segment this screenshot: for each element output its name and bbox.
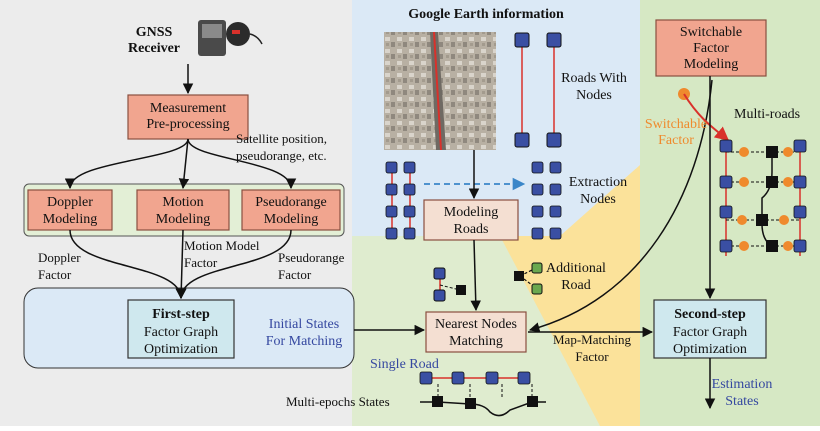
yellow-region bbox=[500, 165, 640, 426]
roads-with-nodes-icon bbox=[514, 32, 562, 148]
extracted-node-grid bbox=[531, 161, 562, 240]
aerial-image bbox=[384, 31, 496, 151]
modeled-node-grid bbox=[385, 161, 416, 240]
preprocessing-note: Satellite position,pseudorange, etc. bbox=[236, 131, 327, 163]
node-state-icon bbox=[433, 267, 466, 302]
multi-roads-label: Multi-roads bbox=[734, 107, 800, 122]
nearest-nodes-box bbox=[425, 311, 527, 353]
single-road-icon bbox=[419, 371, 546, 417]
additional-road-icon bbox=[514, 262, 543, 295]
switchable-red-arrow bbox=[683, 93, 730, 141]
pseudorange-modeling-box bbox=[241, 189, 341, 231]
first-step-title: First-step bbox=[152, 307, 210, 322]
modeling-roads-box bbox=[423, 199, 519, 241]
google-earth-title: Google Earth information bbox=[408, 7, 564, 22]
switchable-modeling-box bbox=[655, 19, 767, 77]
first-step-box bbox=[127, 299, 235, 359]
second-step-title: Second-step bbox=[674, 307, 746, 322]
preprocessing-box bbox=[127, 94, 249, 140]
multi-roads-graph bbox=[719, 139, 807, 256]
gnss-receiver-icon bbox=[198, 20, 263, 56]
left-flow-arrows bbox=[64, 64, 426, 336]
middle-flow-arrows bbox=[468, 79, 713, 338]
single-road-label: Single Road bbox=[370, 357, 439, 372]
multi-epochs-label: Multi-epochs States bbox=[286, 394, 390, 409]
second-step-box bbox=[653, 299, 767, 359]
